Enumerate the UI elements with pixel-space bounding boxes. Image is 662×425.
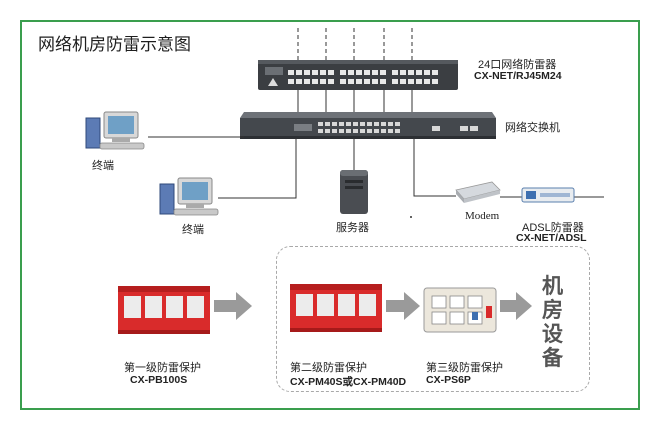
stage2-name: 第二级防雷保护 [290,362,367,374]
terminal1-computer [85,111,145,150]
adsl-label: ADSL防雷器 [522,222,584,234]
server-tower [340,170,368,214]
modem-device [455,181,501,203]
arrow-stage3-to-room [500,292,532,320]
switch-links [148,136,604,199]
stage2-model: CX-PM40S或CX-PM40D [290,376,407,388]
room-equipment-char-4: 备 [542,347,563,370]
arrester24-model: CX-NET/RJ45M24 [474,70,562,82]
stage1-model: CX-PB100S [130,374,188,386]
diagram-title: 网络机房防雷示意图 [38,35,191,54]
network-switch-device [240,112,496,139]
room-equipment-char-3: 设 [542,323,563,346]
stage3-name: 第三级防雷保护 [426,362,503,374]
stage3-model: CX-PS6P [426,374,471,386]
stage2-spd-device [290,284,382,332]
stage1-name: 第一级防雷保护 [124,362,201,374]
arrester24-label: 24口网络防雷器 [478,59,557,71]
arrow-stage2-to-stage3 [386,292,420,320]
room-protection-dashed-box [276,246,590,392]
arrester-switch-links [297,90,413,112]
switch-label: 网络交换机 [505,122,560,134]
room-equipment-char-1: 机 [542,275,563,298]
modem-label: Modem [465,210,500,222]
stage1-spd-device [118,286,210,334]
arrow-stage1-to-stage2 [214,292,252,320]
terminal2-computer [159,177,219,216]
room-equipment-char-2: 房 [542,299,563,322]
adsl-model: CX-NET/ADSL [516,232,587,244]
server-label: 服务器 [336,222,369,234]
incoming-lines [297,28,413,62]
terminal2-label: 终端 [182,224,204,236]
arrester-24port-device [258,60,458,90]
adsl-arrester-device [521,187,575,203]
terminal1-label: 终端 [92,160,114,172]
stage3-power-strip-device [423,287,497,333]
